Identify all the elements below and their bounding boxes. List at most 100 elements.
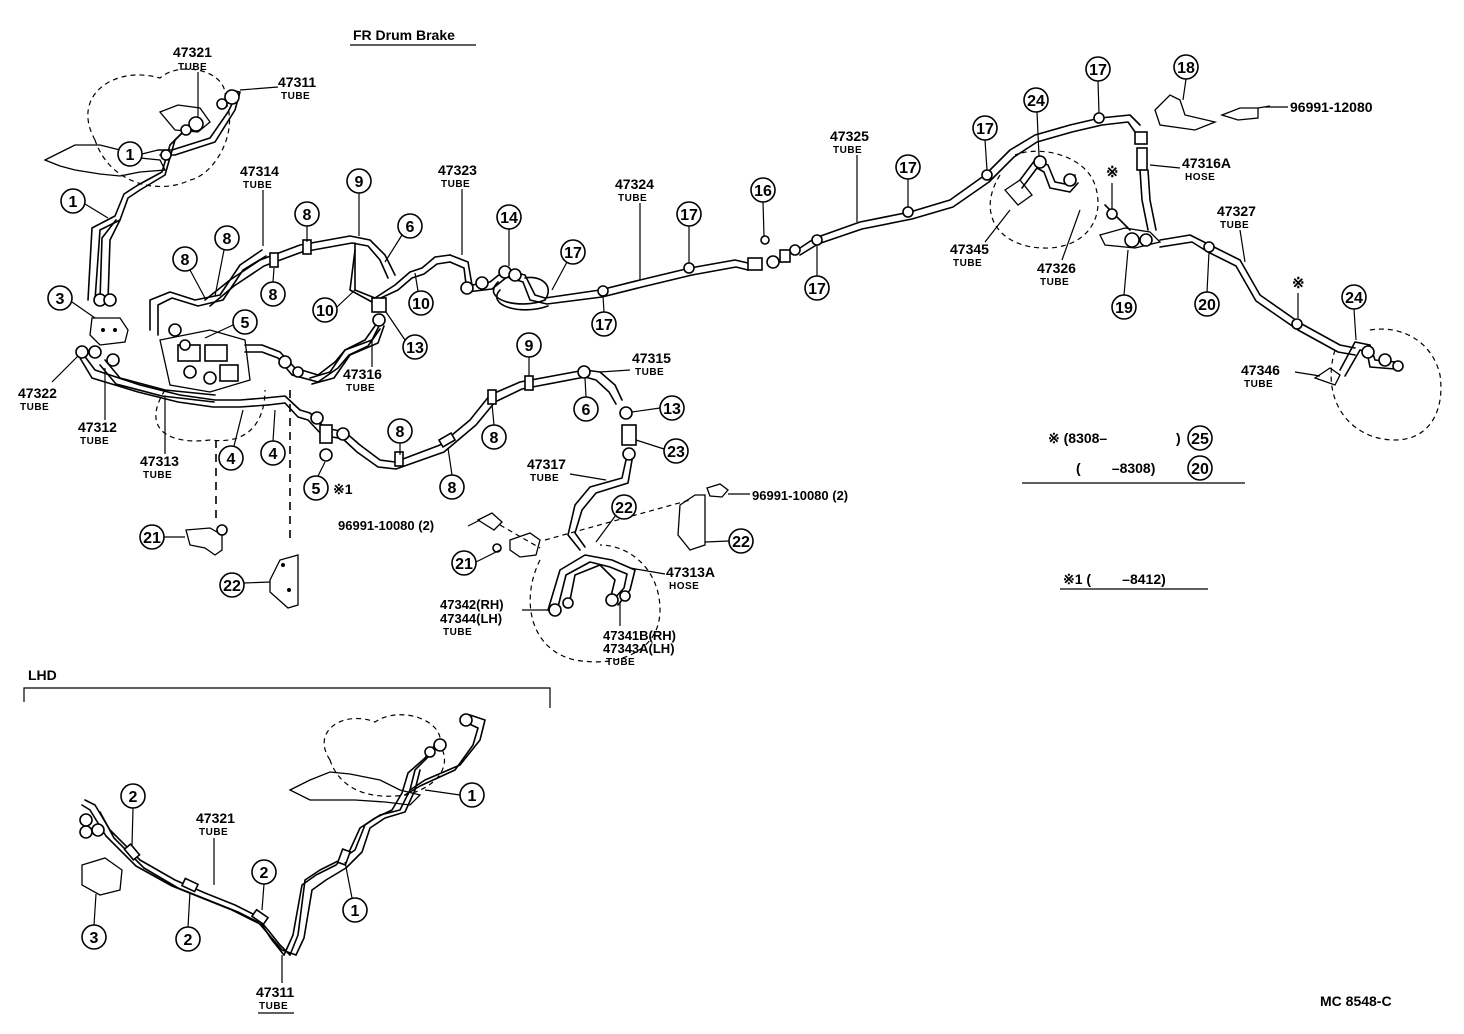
callout-8-b: 8 [214,225,240,297]
callout-10-b: 10 [408,272,434,316]
center-tubes [449,112,1141,311]
legend-callout-20 [1187,455,1213,481]
lhd-callout-2-c: 2 [251,859,277,911]
callout-17-e: 17 [895,154,921,207]
callout-5-b: 5 [303,461,329,501]
callout-20: 20 [1194,251,1220,317]
part-47325-num: 47325 [830,128,869,144]
bracket-22-left [185,524,228,556]
lhd-label: LHD [28,667,57,683]
bolt-96991-10080-right: 96991-10080 (2) [752,488,848,503]
callout-8-d: 8 [294,201,320,242]
callout-17-d: 17 [804,246,830,301]
svg-text:3: 3 [90,930,99,947]
lhd-bracket-line [23,687,551,708]
part-47341B-num: 47341B(RH) [603,628,676,643]
part-47313-num: 47313 [140,453,179,469]
callout-17-a: 17 [551,239,586,291]
part-47323-sub: TUBE [441,179,470,190]
callout-22-a: 21 [139,524,185,550]
brake-booster-top [43,68,231,188]
svg-text:8: 8 [303,207,312,224]
svg-text:17: 17 [808,281,826,298]
svg-text:5: 5 [312,481,321,498]
part-47322-num: 47322 [18,385,57,401]
bolt-96991-10080-left: 96991-10080 (2) [338,518,434,533]
callout-6-b: 13 [631,395,685,421]
svg-text:3: 3 [56,291,65,308]
svg-text:9: 9 [355,174,364,191]
callout-4-a: 4 [218,409,244,471]
svg-text:8: 8 [448,480,457,497]
part-47325-sub: TUBE [833,145,862,156]
distribution-block-left [75,249,381,442]
svg-text:13: 13 [663,401,681,418]
part-47327-sub: TUBE [1220,220,1249,231]
bracket-18 [1154,94,1271,131]
callout-8-h: 9 [516,332,542,376]
svg-text:22: 22 [615,500,633,517]
svg-text:18: 18 [1177,60,1195,77]
callout-14: 14 [496,204,522,266]
callout-8-a: 8 [172,246,206,299]
diagram-title: FR Drum Brake [353,27,455,43]
callout-4-b: 4 [260,409,286,466]
part-47317-sub: TUBE [530,473,559,484]
callout-6-a: 6 [384,213,423,263]
svg-text:4: 4 [227,451,236,468]
lhd-part-47311-num: 47311 [256,984,294,1000]
bracket-21-left [269,554,299,609]
svg-text:1: 1 [126,147,135,164]
lhd-part-47321-sub: TUBE [199,827,228,838]
part-47316A-sub: HOSE [1185,172,1215,183]
callout-17-b: 17 [591,295,617,337]
legend-row2-range: ( –8308) [1076,460,1155,476]
svg-text:17: 17 [899,160,917,177]
callout-13-a: 13 [385,311,428,360]
part-47321-num: 47321 [173,44,212,60]
callout-1-b: 1 [60,188,109,219]
part-47311-num: 47311 [278,74,316,90]
lhd-part-47321-num: 47321 [196,810,235,826]
part-47311-sub: TUBE [281,91,310,102]
part-47313A-num: 47313A [666,564,715,580]
part-47322-sub: TUBE [20,402,49,413]
lhd-callout-1-b: 1 [342,861,368,923]
svg-text:1: 1 [69,194,78,211]
svg-text:8: 8 [269,287,278,304]
part-47314-num: 47314 [240,163,279,179]
svg-text:13: 13 [406,340,424,357]
part-47342-num: 47342(RH) [440,597,504,612]
lhd-part-47311-sub: TUBE [259,1001,288,1012]
part-47312-num: 47312 [78,419,117,435]
legend-callout-20-label: 20 [1191,461,1209,478]
svg-text:24: 24 [1345,290,1363,307]
svg-text:4: 4 [269,446,278,463]
hose-47316A [1099,131,1356,356]
callout-8-e: 8 [387,418,413,455]
callout-9-b: 6 [573,377,599,422]
proportioning-valve-3 [89,317,129,346]
part-47317-num: 47317 [527,456,566,472]
legend-callout-25 [1187,425,1213,451]
callout-21-b: 22 [704,528,754,554]
part-47313A-sub: HOSE [669,581,699,592]
svg-text:6: 6 [406,219,415,236]
union-13-top [309,297,387,385]
legend-note: ※1 ( –8412) [1063,571,1166,587]
bolt-96991-12080: 96991-12080 [1290,99,1373,115]
part-47313-sub: TUBE [143,470,172,481]
svg-text:9: 9 [525,338,534,355]
part-47327-num: 47327 [1217,203,1256,219]
master-cyl-fittings [93,89,240,307]
svg-text:20: 20 [1198,297,1216,314]
part-47346-num: 47346 [1241,362,1280,378]
part-47341B-sub: TUBE [606,657,635,668]
callout-17-f: 17 [972,115,998,171]
svg-text:5: 5 [241,315,250,332]
svg-text:10: 10 [412,296,430,313]
svg-text:14: 14 [500,210,518,227]
lhd-section: LHD [23,667,551,956]
svg-text:1: 1 [468,788,477,805]
